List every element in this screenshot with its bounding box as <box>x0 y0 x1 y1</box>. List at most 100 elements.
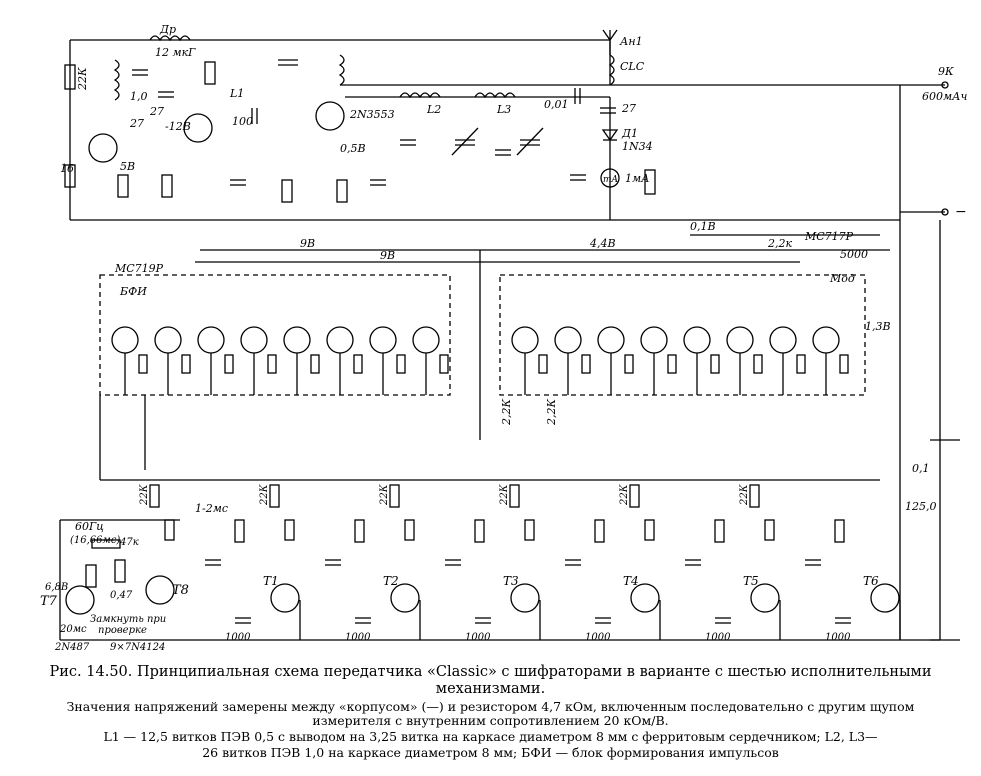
channel-label: Т2 <box>383 574 399 588</box>
label-diode-type: 1N34 <box>622 140 653 153</box>
label-r47k: 47к <box>119 537 139 548</box>
ic1-transistor <box>111 326 139 354</box>
ic2-resistor <box>538 354 548 374</box>
label-t7: Т7 <box>40 594 58 609</box>
channel-r22k-label: 22К <box>619 484 630 506</box>
label-minus: − <box>955 204 967 220</box>
label-time20: 20мс <box>59 624 87 635</box>
channel-label: Т5 <box>743 574 759 588</box>
label-diode: Д1 <box>621 127 638 140</box>
label-plus-v: 9К <box>938 65 954 78</box>
ic1-resistor <box>396 354 406 374</box>
channel-transistor <box>630 583 660 613</box>
label-bfi: БФИ <box>119 285 147 298</box>
ic1-resistor <box>353 354 363 374</box>
ic1-resistor <box>138 354 148 374</box>
channel-c1000-label: 1000 <box>825 632 851 643</box>
label-ic2: МС717Р <box>804 230 854 243</box>
label-r68: 6,8В <box>45 582 68 593</box>
trimmer-caps <box>451 127 544 156</box>
resistor-4-7 <box>336 179 348 203</box>
label-v13: 1,3В <box>865 320 891 333</box>
channel-resistor-22k <box>509 484 520 508</box>
label-c27a: 27 <box>149 105 164 118</box>
label-v01: 0,1В <box>690 220 716 233</box>
channel-resistor-47k <box>714 519 725 543</box>
resistor-16-10k <box>64 164 76 188</box>
channel-transistor <box>510 583 540 613</box>
ic1-resistor <box>224 354 234 374</box>
bus-lines <box>59 395 940 641</box>
resistor-4-7k <box>644 169 656 195</box>
encoder-ics <box>99 234 890 440</box>
channel-label: Т1 <box>263 574 279 588</box>
caption-note: Значения напряжений замерены между «корп… <box>66 699 915 728</box>
ic1-transistor <box>412 326 440 354</box>
label-time: 1-2мс <box>195 502 228 515</box>
channel-pot-5k <box>404 519 415 541</box>
resistor-22k <box>64 64 76 90</box>
channel-r22k-label: 22К <box>139 484 150 506</box>
resistor-100 <box>204 61 216 85</box>
ic1-transistor <box>197 326 225 354</box>
ic1-transistor <box>240 326 268 354</box>
ic2-transistor <box>812 326 840 354</box>
label-v12: -12В <box>165 120 191 133</box>
channel-resistor-22k <box>749 484 760 508</box>
resistor-150 <box>117 174 129 198</box>
label-clc: CLC <box>620 60 645 73</box>
ic1-resistor <box>267 354 277 374</box>
label-c001b: 0,01 <box>544 98 569 111</box>
channel-r22k-label: 22К <box>499 484 510 506</box>
label-r22k-fb: 2,2к <box>767 237 792 250</box>
antenna <box>602 29 618 86</box>
label-transistor: 2N3553 <box>349 108 395 121</box>
resistor-470 <box>114 559 126 583</box>
rf-section <box>64 29 656 220</box>
milliammeter <box>600 168 620 188</box>
ic2-resistor <box>839 354 849 374</box>
ic1-transistor <box>154 326 182 354</box>
ic2-transistor <box>769 326 797 354</box>
channel-resistor-47k <box>594 519 605 543</box>
channel-r22k-label: 22К <box>739 484 750 506</box>
channel-resistor-47k <box>234 519 245 543</box>
ic2-resistor <box>581 354 591 374</box>
label-c047: 0,47 <box>110 590 133 601</box>
label-choke1: Др <box>159 23 176 36</box>
ic1-resistor <box>439 354 449 374</box>
resistor-1k <box>85 564 97 588</box>
channel-transistor <box>270 583 300 613</box>
caption-def2: 26 витков ПЭВ 1,0 на каркасе диаметром 8… <box>202 745 779 760</box>
label-v44: 4,4В <box>589 237 616 250</box>
channel-resistor-47k <box>354 519 365 543</box>
label-v9b: 9В <box>380 249 395 262</box>
ic1-transistor <box>369 326 397 354</box>
channel-pot-5k <box>764 519 775 541</box>
pot-47k <box>91 539 121 549</box>
ic2-transistor <box>511 326 539 354</box>
label-freq: 60Гц <box>75 520 104 533</box>
label-v5: 5В <box>120 160 135 173</box>
channel-r22k-label: 22К <box>379 484 390 506</box>
channel-pot-5k <box>284 519 295 541</box>
transistor-t7 <box>65 585 95 615</box>
ic2-resistor <box>624 354 634 374</box>
label-mod: Мод <box>829 272 855 285</box>
channel-label: Т6 <box>863 574 879 588</box>
label-c100b: 100 <box>232 115 253 128</box>
label-r16: 16 <box>60 162 74 175</box>
channel-pot-5k <box>644 519 655 541</box>
label-l2: L2 <box>426 103 441 116</box>
ic-transistor-array <box>111 326 849 395</box>
figure-caption: Рис. 14.50. Принципиальная схема передат… <box>0 664 981 760</box>
ic2-transistor <box>554 326 582 354</box>
channel-circuits: Т122К1000Т222К1000Т322К1000Т422К1000Т522… <box>139 484 901 643</box>
choke-dr-1 <box>149 35 191 42</box>
channel-resistor-47k <box>474 519 485 543</box>
channel-pot-5k <box>524 519 535 541</box>
channel-label: Т3 <box>503 574 519 588</box>
transistor-t8 <box>145 575 175 605</box>
channel-r22k-label: 22К <box>259 484 270 506</box>
ic-mc719p <box>99 274 451 396</box>
